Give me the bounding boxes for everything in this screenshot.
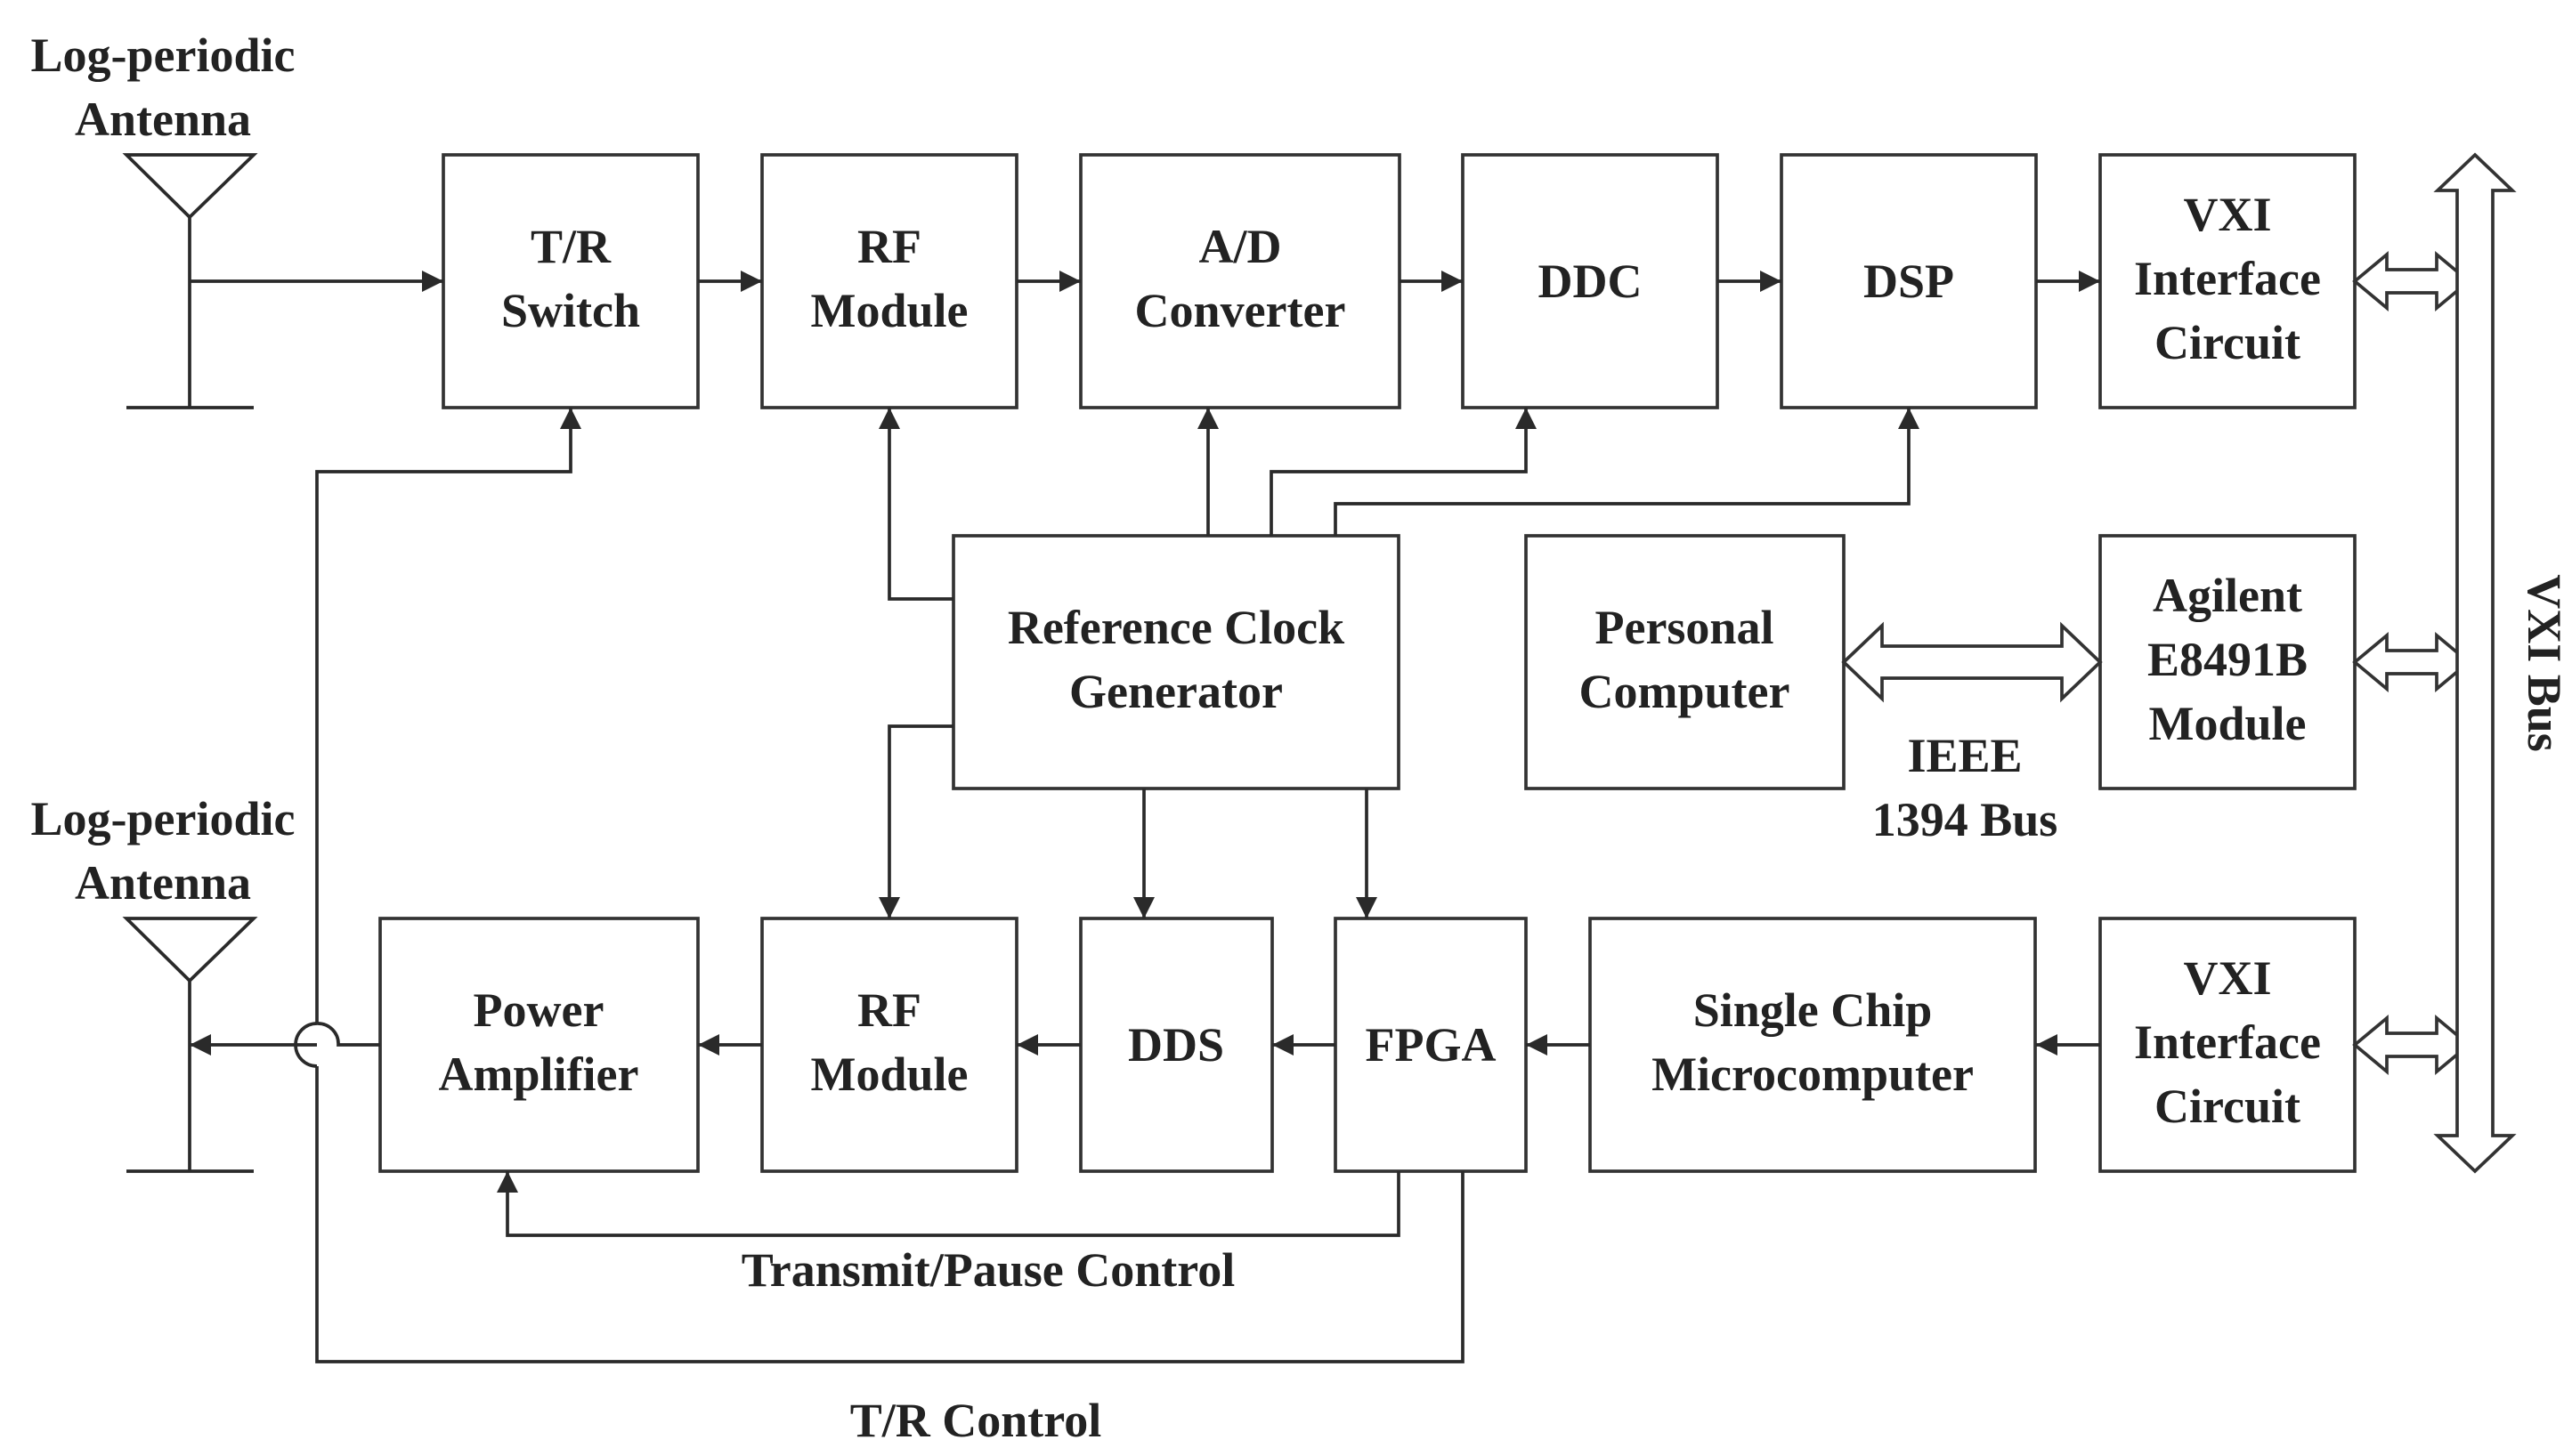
ad-converter-block: A/D Converter [1079, 153, 1401, 409]
personal-computer-label-2: Computer [1579, 665, 1790, 718]
vxi-link-arrow-top [2352, 251, 2471, 311]
rf-module-tx-block: RF Module [760, 917, 1018, 1173]
dsp-label: DSP [1863, 255, 1954, 308]
dsp-block: DSP [1780, 153, 2038, 409]
ieee-label-line1: IEEE [1907, 729, 2022, 782]
transmit-pause-control-line [497, 1171, 1400, 1237]
vxi-interface-bottom-block: VXI Interface Circuit [2098, 917, 2357, 1173]
vxi-link-arrow-bottom [2352, 1015, 2471, 1075]
power-amplifier-block: Power Amplifier [378, 917, 700, 1173]
ad-converter-label-1: A/D [1199, 220, 1282, 273]
personal-computer-label-1: Personal [1595, 601, 1774, 654]
tr-control-label: T/R Control [850, 1394, 1102, 1447]
bottom-antenna-label-line2: Antenna [75, 856, 251, 910]
power-amplifier-label-2: Amplifier [439, 1048, 639, 1101]
bottom-antenna-label-line1: Log-periodic [31, 792, 296, 845]
top-antenna-symbol [122, 153, 258, 409]
agilent-label-1: Agilent [2153, 569, 2302, 622]
vxi-bus-arrow [2433, 152, 2517, 1174]
tr-control-line [315, 408, 1464, 1363]
fpga-block: FPGA [1334, 917, 1528, 1173]
rf-module-tx-label-1: RF [857, 983, 921, 1037]
agilent-label-2: E8491B [2147, 633, 2308, 686]
reference-clock-label-2: Generator [1069, 665, 1283, 718]
reference-clock-label-1: Reference Clock [1008, 601, 1344, 654]
ddc-label: DDC [1538, 255, 1643, 308]
ieee-label-line2: 1394 Bus [1872, 793, 2058, 846]
tr-switch-block: T/R Switch [442, 153, 700, 409]
bottom-antenna: Log-periodic Antenna [31, 792, 296, 1173]
tr-switch-label-1: T/R [531, 220, 612, 273]
agilent-module-block: Agilent E8491B Module [2098, 534, 2357, 790]
single-chip-microcomputer-block: Single Chip Microcomputer [1588, 917, 2037, 1173]
rf-module-rx-label-2: Module [810, 284, 968, 337]
clock-distribution-lines [879, 408, 1919, 918]
microcomputer-label-2: Microcomputer [1651, 1048, 1974, 1101]
bottom-antenna-symbol [122, 917, 258, 1173]
vxi-interface-bottom-label-2: Interface [2134, 1015, 2321, 1069]
microcomputer-label-1: Single Chip [1693, 983, 1933, 1037]
vxi-bus-label: VXI Bus [2518, 574, 2571, 752]
vxi-interface-top-label-1: VXI [2183, 188, 2271, 241]
vxi-interface-bottom-label-3: Circuit [2154, 1080, 2300, 1133]
rf-module-tx-label-2: Module [810, 1048, 968, 1101]
dds-block: DDS [1079, 917, 1274, 1173]
top-antenna-label-line2: Antenna [75, 93, 251, 146]
ad-converter-label-2: Converter [1135, 284, 1346, 337]
ddc-block: DDC [1461, 153, 1719, 409]
reference-clock-block: Reference Clock Generator [952, 534, 1400, 790]
power-amplifier-label-1: Power [474, 983, 604, 1037]
vxi-interface-top-block: VXI Interface Circuit [2098, 153, 2357, 409]
top-antenna: Log-periodic Antenna [31, 28, 296, 409]
vxi-interface-top-label-2: Interface [2134, 252, 2321, 305]
vxi-interface-bottom-label-1: VXI [2183, 951, 2271, 1005]
agilent-label-3: Module [2148, 697, 2306, 750]
rf-module-rx-block: RF Module [760, 153, 1018, 409]
ieee-1394-bus-arrow [1841, 621, 2103, 703]
top-antenna-label-line1: Log-periodic [31, 28, 296, 82]
vxi-link-arrow-middle [2352, 632, 2471, 692]
personal-computer-block: Personal Computer [1524, 534, 1846, 790]
fpga-label: FPGA [1366, 1018, 1497, 1072]
transmit-chain-arrows [190, 1022, 2100, 1068]
dds-label: DDS [1128, 1018, 1224, 1072]
rf-module-rx-label-1: RF [857, 220, 921, 273]
transmit-pause-control-label: Transmit/Pause Control [742, 1243, 1236, 1297]
tr-switch-label-2: Switch [501, 284, 640, 337]
vxi-interface-top-label-3: Circuit [2154, 316, 2300, 369]
